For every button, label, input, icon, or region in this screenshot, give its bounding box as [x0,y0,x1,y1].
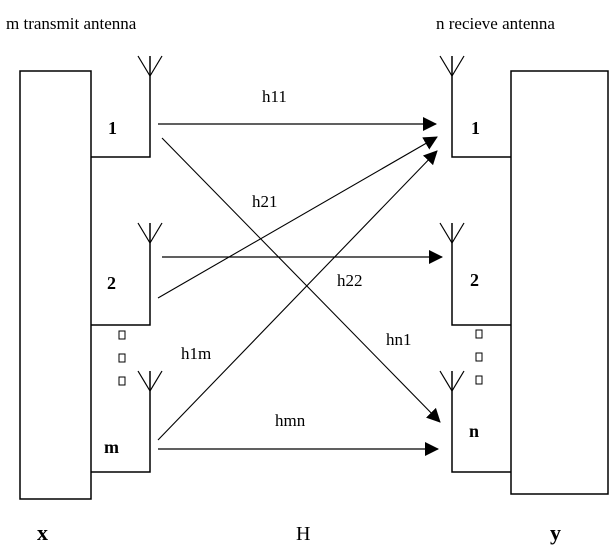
receive-antenna-n: n [439,370,511,473]
transmit-header: m transmit antenna [6,14,137,33]
label-x: x [37,520,48,545]
receive-antenna-2: 2 [439,222,511,326]
receive-antenna-n-label: n [469,421,479,441]
label-h11: h11 [262,87,287,106]
receive-ellipsis-dots [475,329,483,385]
label-h1m: h1m [181,344,211,363]
receive-antenna-1-label: 1 [471,118,480,138]
path-h1m-arrow [157,150,438,441]
transmit-antenna-m-label: m [104,437,119,457]
transmit-antenna-m: m [91,370,163,473]
path-hn1-arrow [161,137,441,423]
label-h21: h21 [252,192,278,211]
label-hn1: hn1 [386,330,412,349]
transmitter-block [19,70,92,500]
transmit-antenna-1: 1 [91,55,163,158]
transmit-antenna-2-label: 2 [107,273,116,293]
transmit-antenna-1-label: 1 [108,118,117,138]
label-H: H [296,523,310,545]
label-hmn: hmn [275,411,306,430]
transmit-antenna-2: 2 [91,222,163,326]
receiver-block [510,70,609,495]
label-y: y [550,520,561,545]
receive-header: n recieve antenna [436,14,555,33]
path-2-to-1-arrow [157,136,438,299]
label-h22: h22 [337,271,363,290]
receive-antenna-2-label: 2 [470,270,479,290]
transmit-ellipsis-dots [118,330,126,386]
receive-antenna-1: 1 [439,55,511,158]
